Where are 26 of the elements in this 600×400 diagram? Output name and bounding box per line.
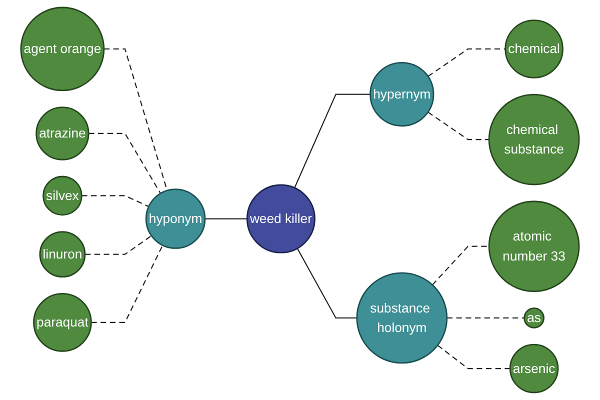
node-circle: weed killer	[246, 184, 316, 254]
connector	[428, 48, 506, 77]
node-circle: paraquat	[33, 293, 92, 352]
node-circle: hyponym	[145, 188, 206, 249]
node-circle: linuron	[39, 231, 86, 278]
connector	[446, 317, 524, 319]
node-circle: arsenic	[509, 344, 559, 394]
connector	[437, 344, 510, 370]
connector	[88, 132, 162, 194]
node-circle: chemical substance	[488, 94, 580, 186]
node-circle: atomic number 33	[488, 200, 580, 292]
node-circle: as	[524, 308, 544, 328]
connector	[296, 248, 357, 319]
node-circle: substance holonym	[356, 272, 448, 364]
connector	[91, 245, 164, 323]
node-circle: agent orange	[20, 6, 105, 92]
connector	[428, 112, 490, 140]
connector	[84, 235, 152, 255]
node-circle: hypernym	[370, 62, 434, 127]
node-circle: atrazine	[36, 106, 90, 160]
node-circle: silvex	[42, 176, 82, 216]
connector	[432, 246, 490, 286]
connector	[294, 94, 370, 188]
connector	[204, 218, 248, 220]
node-circle: chemical	[504, 20, 564, 78]
connector	[82, 195, 149, 208]
